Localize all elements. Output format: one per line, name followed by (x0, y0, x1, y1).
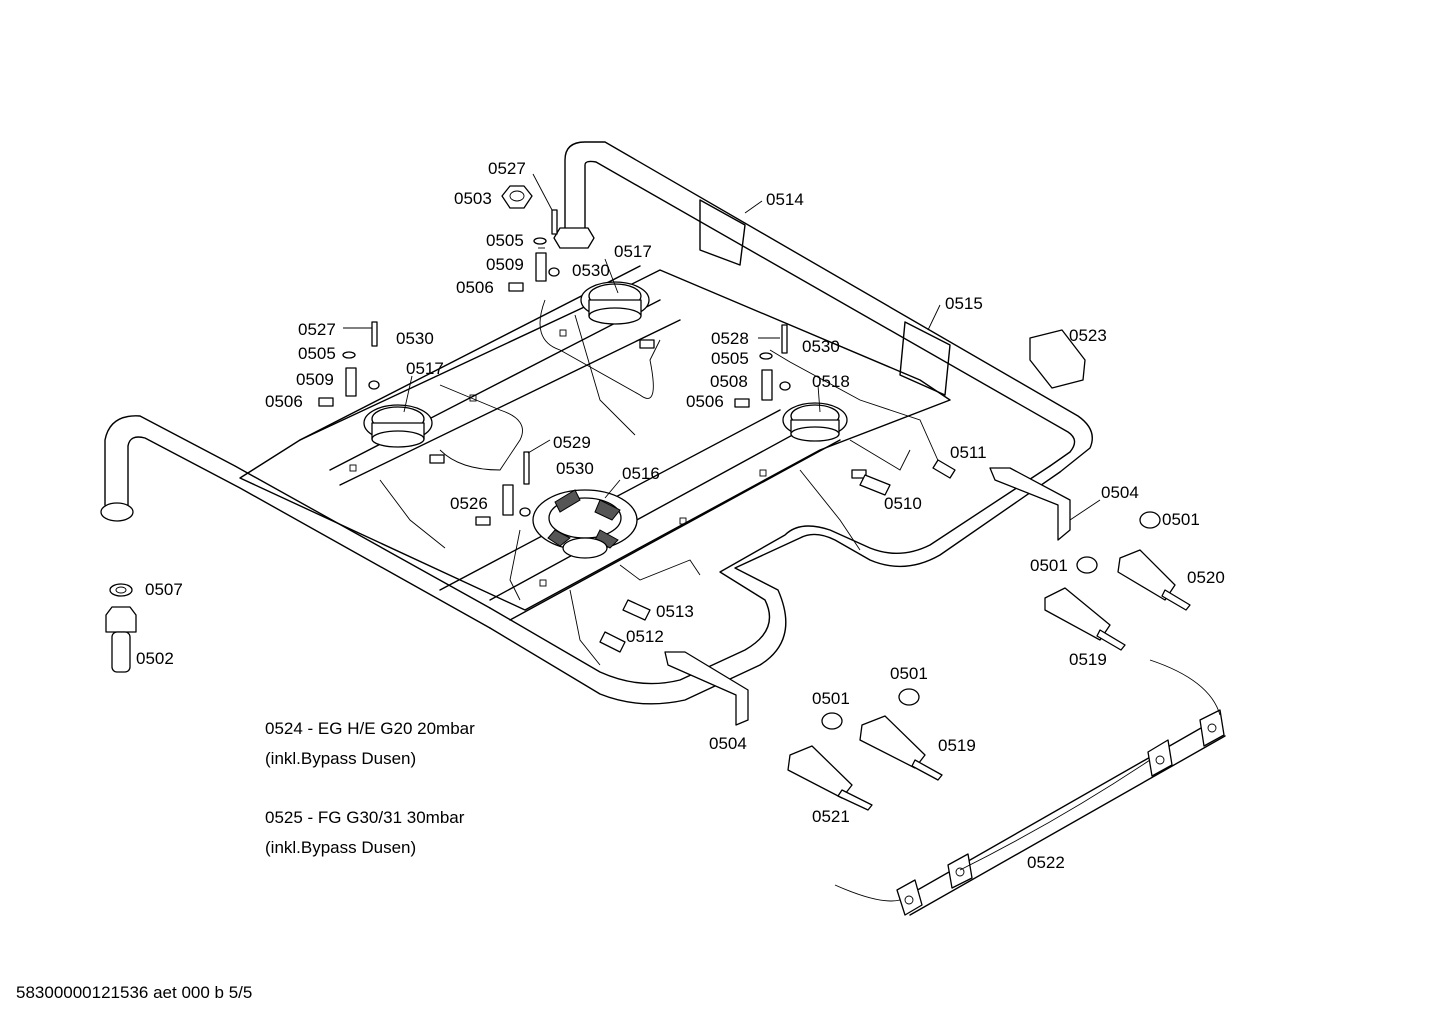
label-0505-top: 0505 (486, 231, 524, 250)
label-0530-right: 0530 (802, 337, 840, 356)
burner-cup-0518 (782, 402, 848, 442)
label-0501-lower-right: 0501 (890, 664, 928, 683)
label-0512: 0512 (626, 627, 664, 646)
label-0502: 0502 (136, 649, 174, 668)
label-0518: 0518 (812, 372, 850, 391)
label-0506-left: 0506 (265, 392, 303, 411)
leader-lines (343, 173, 1101, 521)
note-0524-line1: 0524 - EG H/E G20 20mbar (265, 719, 475, 738)
label-0515: 0515 (945, 294, 983, 313)
label-0514: 0514 (766, 190, 804, 209)
label-0523: 0523 (1069, 326, 1107, 345)
label-0507: 0507 (145, 580, 183, 599)
label-0509-top: 0509 (486, 255, 524, 274)
label-0504-lower: 0504 (709, 734, 747, 753)
label-0530-left: 0530 (396, 329, 434, 348)
label-0527-top: 0527 (488, 159, 526, 178)
label-0517-left: 0517 (406, 359, 444, 378)
label-0521: 0521 (812, 807, 850, 826)
label-0506-top: 0506 (456, 278, 494, 297)
label-0522: 0522 (1027, 853, 1065, 872)
label-0529: 0529 (553, 433, 591, 452)
label-0520: 0520 (1187, 568, 1225, 587)
label-0528: 0528 (711, 329, 749, 348)
label-0509-left: 0509 (296, 370, 334, 389)
label-0501-right: 0501 (1162, 510, 1200, 529)
label-0519-right: 0519 (1069, 650, 1107, 669)
burner-cup-0517-left (363, 404, 433, 448)
burner-rail-frame (239, 199, 1071, 726)
burner-cup-0517-top (580, 281, 650, 325)
burner-cups (363, 281, 848, 559)
thermocouple-leads (379, 299, 941, 666)
label-0513: 0513 (656, 602, 694, 621)
gas-valves (787, 511, 1191, 811)
label-0506-right: 0506 (686, 392, 724, 411)
label-0504-right: 0504 (1101, 483, 1139, 502)
label-0503: 0503 (454, 189, 492, 208)
label-0526: 0526 (450, 494, 488, 513)
ignition-harness (834, 659, 1226, 916)
part-labels: 0527 0503 0505 0509 0530 0506 0517 0514 … (136, 159, 1225, 872)
note-0525-line2: (inkl.Bypass Dusen) (265, 838, 416, 857)
document-id: 58300000121536 aet 000 b 5/5 (16, 983, 252, 1002)
label-0501-lower-left: 0501 (812, 689, 850, 708)
label-0527-left: 0527 (298, 320, 336, 339)
label-0530-center: 0530 (556, 459, 594, 478)
note-0524-line2: (inkl.Bypass Dusen) (265, 749, 416, 768)
label-0530-top: 0530 (572, 261, 610, 280)
burner-cup-0516 (532, 489, 638, 559)
label-0511: 0511 (950, 443, 987, 462)
label-0505-left: 0505 (298, 344, 336, 363)
gas-inlet-parts (105, 583, 137, 673)
label-0501-mid: 0501 (1030, 556, 1068, 575)
label-0508: 0508 (710, 372, 748, 391)
small-parts (318, 185, 1086, 653)
label-0505-right: 0505 (711, 349, 749, 368)
note-0525-line1: 0525 - FG G30/31 30mbar (265, 808, 465, 827)
label-0510: 0510 (884, 494, 922, 513)
label-0516: 0516 (622, 464, 660, 483)
variant-notes: 0524 - EG H/E G20 20mbar (inkl.Bypass Du… (265, 719, 475, 857)
main-gas-pipe (100, 141, 1093, 705)
label-0519-lower: 0519 (938, 736, 976, 755)
label-0517-top: 0517 (614, 242, 652, 261)
